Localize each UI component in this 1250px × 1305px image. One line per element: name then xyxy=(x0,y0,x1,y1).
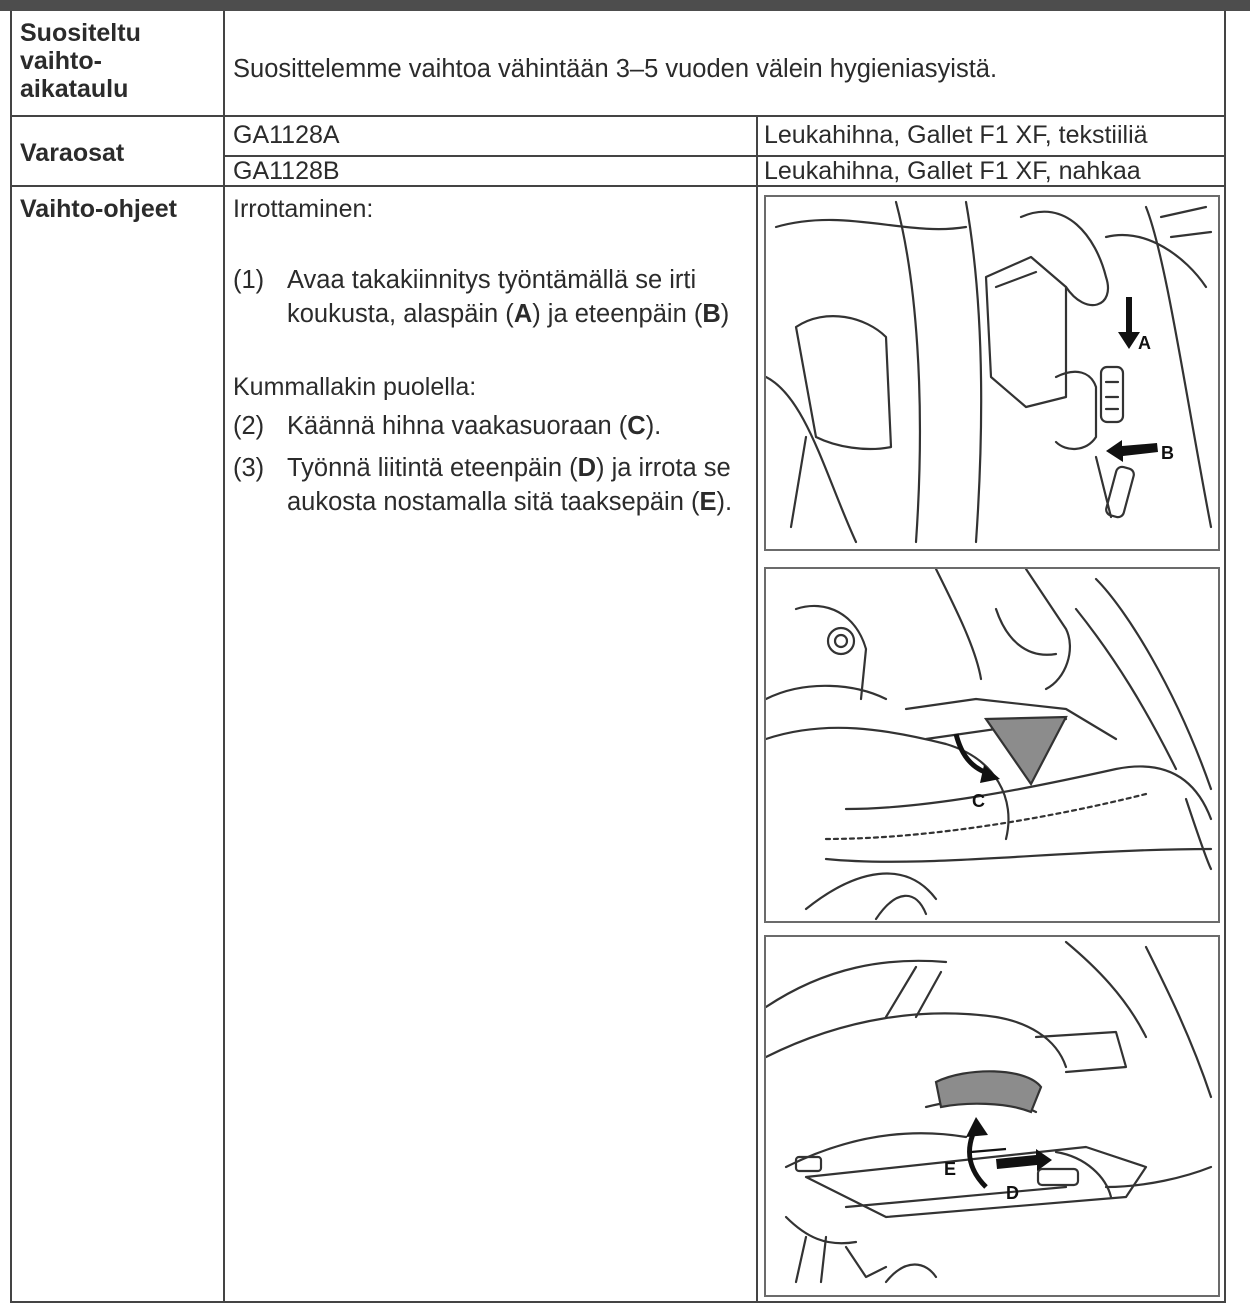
parts-label: Varaosat xyxy=(20,139,125,167)
step-1: (1) Avaa takakiinnitys työntämällä se ir… xyxy=(233,263,753,373)
instructions-label: Vaihto-ohjeet xyxy=(20,195,177,223)
label-e: E xyxy=(944,1159,956,1179)
row-divider-1 xyxy=(12,115,1224,117)
illustration-2: C xyxy=(766,569,1213,921)
step-3: (3) Työnnä liitintä eteenpäin (D) ja irr… xyxy=(233,451,753,561)
column-divider-2 xyxy=(756,115,758,1301)
row-divider-3 xyxy=(12,185,1224,187)
part-desc-2: Leukahihna, Gallet F1 XF, nahkaa xyxy=(764,157,1141,185)
part-code-1: GA1128A xyxy=(233,121,340,149)
row-divider-2 xyxy=(223,155,1224,157)
illustration-1: A B xyxy=(766,200,1213,544)
figure-release-rear-fastener: A B xyxy=(764,195,1220,551)
step-1-number: (1) xyxy=(233,266,265,294)
step-3-number: (3) xyxy=(233,454,265,482)
column-divider-1 xyxy=(223,11,225,1301)
step-2-number: (2) xyxy=(233,412,265,440)
step-3-text: Työnnä liitintä eteenpäin (D) ja irrota … xyxy=(287,454,733,516)
instructions-heading: Irrottaminen: xyxy=(233,195,374,223)
illustration-3: E D xyxy=(766,940,1213,1284)
instructions-subheading: Kummallakin puolella: xyxy=(233,373,477,401)
figure-detach-connector: E D xyxy=(764,935,1220,1297)
label-a: A xyxy=(1138,333,1151,353)
step-2-text: Käännä hihna vaakasuoraan (C). xyxy=(287,412,662,440)
label-d: D xyxy=(1006,1183,1019,1203)
schedule-label: Suositeltu vaihto- aikataulu xyxy=(20,19,141,103)
part-code-2: GA1128B xyxy=(233,157,340,185)
spec-table: Suositeltu vaihto- aikataulu Suosittelem… xyxy=(10,11,1226,1303)
step-2: (2) Käännä hihna vaakasuoraan (C). xyxy=(233,409,753,449)
top-border-bar xyxy=(0,0,1250,11)
schedule-text: Suosittelemme vaihtoa vähintään 3–5 vuod… xyxy=(233,55,998,83)
part-desc-1: Leukahihna, Gallet F1 XF, tekstiiliä xyxy=(764,121,1148,149)
step-1-text: Avaa takakiinnitys työntämällä se irti k… xyxy=(287,266,730,328)
figure-turn-strap: C xyxy=(764,567,1220,923)
label-c: C xyxy=(972,791,985,811)
label-b: B xyxy=(1161,443,1174,463)
